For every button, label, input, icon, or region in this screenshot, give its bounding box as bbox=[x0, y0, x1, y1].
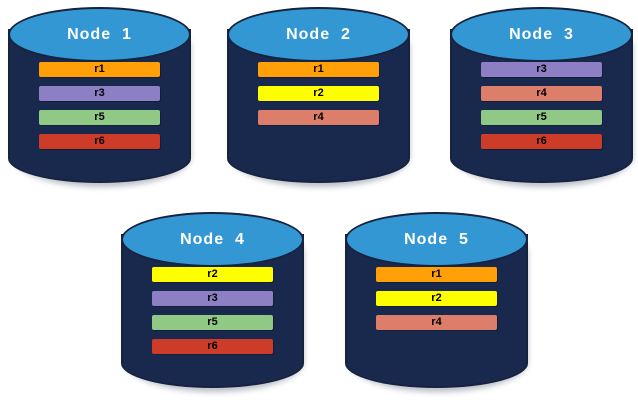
database-node[interactable]: Node 2 r1 r2 r4 bbox=[227, 7, 410, 187]
data-item-bar[interactable]: r3 bbox=[481, 62, 602, 77]
node-label: Node 2 bbox=[286, 25, 351, 43]
node-label: Node 1 bbox=[67, 25, 132, 43]
data-item-bar[interactable]: r1 bbox=[39, 62, 160, 77]
cylinder-top-ellipse bbox=[8, 7, 191, 62]
data-item-bar[interactable]: r1 bbox=[258, 62, 379, 77]
data-item-bar[interactable]: r4 bbox=[481, 86, 602, 101]
database-node[interactable]: Node 3 r3 r4 r5 r6 bbox=[450, 7, 633, 187]
data-item-list: r1 r2 r4 bbox=[258, 62, 379, 134]
data-item-bar[interactable]: r5 bbox=[481, 110, 602, 125]
database-node[interactable]: Node 4 r2 r3 r5 r6 bbox=[121, 212, 304, 392]
cylinder-top-ellipse bbox=[450, 7, 633, 62]
data-item-bar[interactable]: r5 bbox=[39, 110, 160, 125]
data-item-bar[interactable]: r5 bbox=[152, 315, 273, 330]
data-item-list: r2 r3 r5 r6 bbox=[152, 267, 273, 363]
data-item-bar[interactable]: r4 bbox=[258, 110, 379, 125]
database-node[interactable]: Node 5 r1 r2 r4 bbox=[345, 212, 528, 392]
cylinder-top-ellipse bbox=[345, 212, 528, 267]
data-item-bar[interactable]: r1 bbox=[376, 267, 497, 282]
data-item-bar[interactable]: r3 bbox=[152, 291, 273, 306]
data-item-bar[interactable]: r2 bbox=[258, 86, 379, 101]
data-item-bar[interactable]: r6 bbox=[39, 134, 160, 149]
data-item-list: r1 r2 r4 bbox=[376, 267, 497, 339]
data-item-bar[interactable]: r6 bbox=[152, 339, 273, 354]
cylinder-top-ellipse bbox=[121, 212, 304, 267]
database-node[interactable]: Node 1 r1 r3 r5 r6 bbox=[8, 7, 191, 187]
data-item-bar[interactable]: r2 bbox=[152, 267, 273, 282]
data-item-bar[interactable]: r6 bbox=[481, 134, 602, 149]
node-label: Node 5 bbox=[404, 230, 469, 248]
cylinder-top-ellipse bbox=[227, 7, 410, 62]
data-item-list: r3 r4 r5 r6 bbox=[481, 62, 602, 158]
data-item-bar[interactable]: r4 bbox=[376, 315, 497, 330]
node-label: Node 4 bbox=[180, 230, 245, 248]
data-item-list: r1 r3 r5 r6 bbox=[39, 62, 160, 158]
data-item-bar[interactable]: r2 bbox=[376, 291, 497, 306]
data-item-bar[interactable]: r3 bbox=[39, 86, 160, 101]
node-label: Node 3 bbox=[509, 25, 574, 43]
